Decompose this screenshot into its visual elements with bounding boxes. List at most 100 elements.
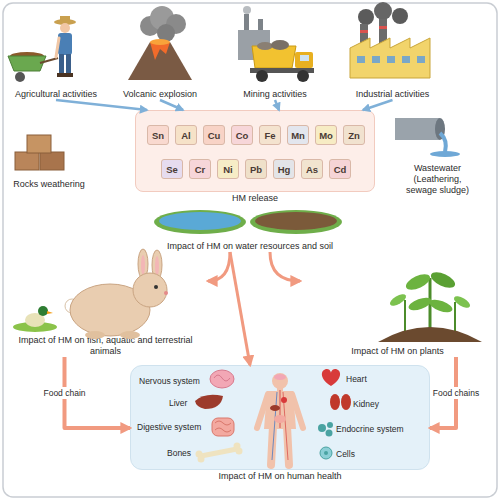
edge-label: Food chains xyxy=(431,387,481,399)
volcano-illustration xyxy=(128,42,192,80)
flow-arrow xyxy=(363,100,393,110)
human-body-illustration xyxy=(257,394,268,428)
volcano-illustration xyxy=(140,16,160,36)
farmer-illustration xyxy=(54,19,76,25)
human-body-illustration xyxy=(292,394,303,428)
flow-arrow xyxy=(160,100,183,110)
organ-icons xyxy=(195,369,351,463)
element-symbol: Pb xyxy=(250,164,262,175)
mining-illustration xyxy=(256,70,268,82)
mining-illustration xyxy=(244,14,249,30)
impact-label: Impact of HM on plants xyxy=(351,346,444,357)
organ-icons xyxy=(234,443,241,450)
source-label: Mining activities xyxy=(243,89,307,100)
element-tile: Sn xyxy=(147,125,169,145)
wastewater-pipe-illustration xyxy=(435,118,445,140)
plant-illustration xyxy=(388,292,408,308)
flow-arrow xyxy=(275,100,279,110)
water-soil-illustration xyxy=(159,212,241,230)
element-tile: Mn xyxy=(287,125,309,145)
element-tile: Cu xyxy=(203,125,225,145)
element-tile: Zn xyxy=(343,125,365,145)
factory-illustration xyxy=(402,56,410,63)
rocks-illustration xyxy=(15,135,64,170)
source-node: Volcanic explosion xyxy=(115,8,205,100)
rabbit-illustration xyxy=(141,255,145,275)
volcano-illustration xyxy=(128,6,192,80)
organ-icons xyxy=(341,394,351,410)
human-body-illustration xyxy=(270,405,280,411)
plant-illustration xyxy=(404,271,433,293)
mining-illustration xyxy=(252,46,296,68)
farmer-illustration xyxy=(15,72,25,82)
mining-illustration xyxy=(257,42,273,50)
organ-icons xyxy=(330,394,340,410)
factory-illustration xyxy=(374,2,392,20)
element-symbol: Se xyxy=(166,164,178,175)
human-body-illustration xyxy=(283,392,288,460)
rabbit-illustration xyxy=(152,250,162,280)
impact-label: Impact of HM on water resources and soil xyxy=(167,241,333,252)
rabbit-illustration xyxy=(164,291,168,295)
organ-icons xyxy=(318,424,326,432)
element-tile: Pb xyxy=(245,159,267,179)
water-soil-illustration xyxy=(255,212,337,230)
flow-arrow xyxy=(270,252,300,281)
plant-illustration xyxy=(454,302,456,334)
plant-illustration xyxy=(429,269,458,291)
mining-illustration xyxy=(238,6,314,82)
factory-illustration xyxy=(350,38,430,78)
factory-illustration xyxy=(417,56,425,63)
human-body-illustration xyxy=(274,415,286,423)
edge-label: Food chain xyxy=(41,387,87,399)
mining-illustration xyxy=(297,70,309,82)
farmer-illustration xyxy=(59,54,64,74)
element-symbol: Ni xyxy=(223,164,233,175)
mining-illustration xyxy=(258,19,263,30)
impact-node: Impact of HM on fish, aquatic and terres… xyxy=(3,262,208,357)
organ-icons xyxy=(322,369,340,386)
rabbit-illustration xyxy=(25,313,45,327)
element-tile: As xyxy=(301,159,323,179)
flow-arrow xyxy=(230,252,250,365)
rocks-illustration xyxy=(27,135,51,153)
mining-illustration xyxy=(238,30,270,60)
plant-illustration xyxy=(378,327,482,342)
volcano-illustration xyxy=(150,39,170,45)
factory-illustration xyxy=(379,26,387,29)
mining-illustration xyxy=(300,55,309,61)
water-soil-illustration xyxy=(154,210,246,234)
rabbit-illustration xyxy=(133,273,167,307)
element-tile: Al xyxy=(175,125,197,145)
organ-label: Nervous system xyxy=(139,376,200,386)
element-symbol: Sn xyxy=(152,130,164,141)
factory-illustration xyxy=(392,8,408,24)
volcano-illustration xyxy=(150,42,170,60)
organ-icons xyxy=(215,421,231,432)
plant-illustration xyxy=(429,278,432,332)
source-node: Agricultural activities xyxy=(2,8,110,100)
organ-icons xyxy=(212,418,234,436)
plant-illustration xyxy=(452,294,472,310)
source-label: Volcanic explosion xyxy=(123,89,197,100)
rabbit-illustration xyxy=(47,311,53,314)
farmer-illustration xyxy=(65,73,73,77)
human-body-illustration xyxy=(257,373,303,465)
element-tile: Hg xyxy=(273,159,295,179)
rabbit-illustration xyxy=(120,331,140,339)
rabbit-illustration xyxy=(138,249,148,279)
rocks-illustration xyxy=(15,152,39,170)
human-body-illustration xyxy=(280,390,281,428)
wastewater-pipe-illustration xyxy=(430,151,460,157)
rabbit-illustration xyxy=(38,306,48,316)
impact-label: Impact of HM on fish, aquatic and terres… xyxy=(3,335,208,357)
outer-frame xyxy=(3,3,497,497)
mining-illustration xyxy=(243,6,251,14)
element-tile: Mo xyxy=(315,125,337,145)
source-node: Industrial activities xyxy=(340,8,445,100)
plant-illustration xyxy=(407,295,433,313)
element-tile: Fe xyxy=(259,125,281,145)
